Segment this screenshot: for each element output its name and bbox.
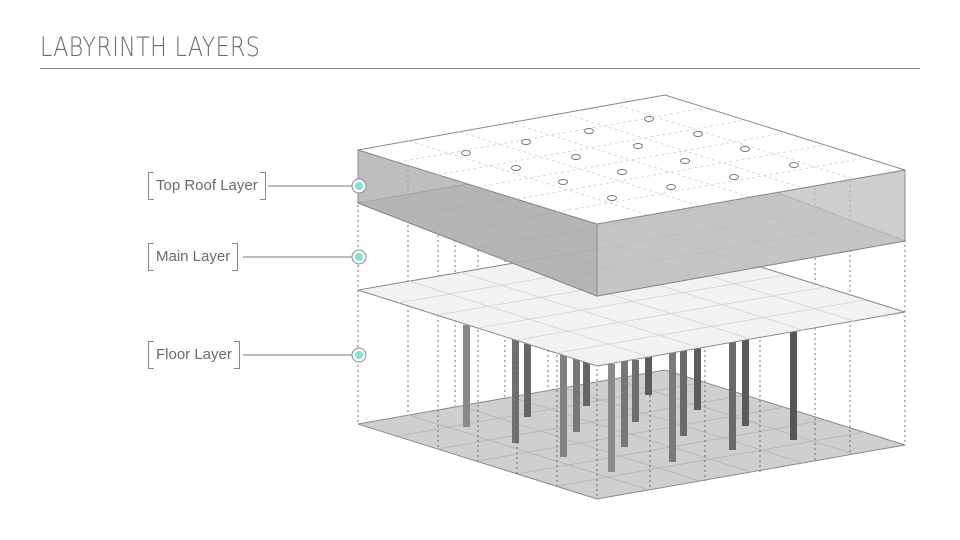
pillar (463, 325, 470, 427)
pillar (621, 360, 628, 447)
pillar (608, 364, 615, 472)
leader-floor (243, 347, 367, 363)
label-floor-layer: Floor Layer (148, 341, 240, 369)
roof-vents (461, 116, 799, 201)
pillar (669, 352, 676, 462)
floor-plate (357, 369, 906, 500)
leader-top-roof (268, 178, 367, 194)
pillar (524, 343, 531, 417)
pillar (512, 338, 519, 443)
leader-main (243, 249, 367, 265)
pillar (632, 360, 639, 422)
roof-block (356, 94, 907, 297)
pillar (790, 330, 797, 440)
pillar (680, 350, 687, 436)
pillar (583, 358, 590, 406)
pillar (729, 342, 736, 450)
pillar (694, 345, 701, 410)
pillar (560, 355, 567, 457)
title-divider (40, 68, 920, 69)
pillars (463, 325, 797, 472)
pillar (573, 355, 580, 432)
pillar (645, 355, 652, 395)
label-top-roof-layer: Top Roof Layer (148, 172, 266, 200)
page-title: LABYRINTH LAYERS (40, 32, 261, 63)
label-main-layer: Main Layer (148, 243, 239, 271)
pillar (742, 338, 749, 426)
